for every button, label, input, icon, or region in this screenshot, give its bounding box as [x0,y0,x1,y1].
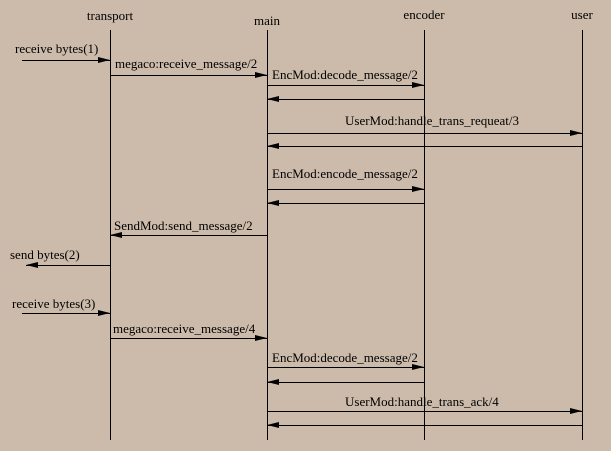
lifeline-label-user: user [571,7,593,22]
arrowhead-icon [98,310,110,316]
message-line [110,75,267,76]
message-label: UserMod:handle_trans_ack/4 [345,394,499,409]
lifeline-encoder [424,30,425,440]
message-line [267,367,424,368]
message-label: send bytes(2) [10,247,80,262]
message-line [22,313,110,314]
message-line [267,411,582,412]
message-line [267,133,582,134]
return-line [267,146,582,147]
arrowhead-icon [110,232,122,238]
message-label: receive bytes(3) [12,296,96,311]
message-label: SendMod:send_message/2 [114,218,253,233]
arrowhead-icon [412,364,424,370]
message-label: EncMod:encode_message/2 [272,166,418,181]
arrowhead-icon [26,262,38,268]
message-label: megaco:receive_message/2 [115,56,258,71]
message-line [110,338,267,339]
message-line [267,85,424,86]
message-line [267,189,424,190]
arrowhead-icon [267,379,279,385]
message-label: receive bytes(1) [15,41,99,56]
return-line [267,203,424,204]
message-label: EncMod:decode_message/2 [272,67,418,82]
arrowhead-icon [267,96,279,102]
return-line [267,425,582,426]
message-line [22,60,110,61]
return-line [267,382,424,383]
lifeline-user [582,30,583,440]
lifeline-label-main: main [254,13,280,28]
arrowhead-icon [570,130,582,136]
arrowhead-icon [267,200,279,206]
arrowhead-icon [98,57,110,63]
arrowhead-icon [412,186,424,192]
message-line [26,265,110,266]
arrowhead-icon [255,335,267,341]
return-line [267,99,424,100]
arrowhead-icon [412,82,424,88]
lifeline-label-encoder: encoder [403,7,445,22]
message-label: EncMod:decode_message/2 [272,350,418,365]
lifeline-label-transport: transport [86,8,134,23]
arrowhead-icon [570,408,582,414]
lifeline-main [267,30,268,440]
arrowhead-icon [267,143,279,149]
message-label: UserMod:handle_trans_requeat/3 [345,113,520,128]
arrowhead-icon [267,422,279,428]
arrowhead-icon [255,72,267,78]
message-line [110,235,267,236]
message-label: megaco:receive_message/4 [113,321,256,336]
